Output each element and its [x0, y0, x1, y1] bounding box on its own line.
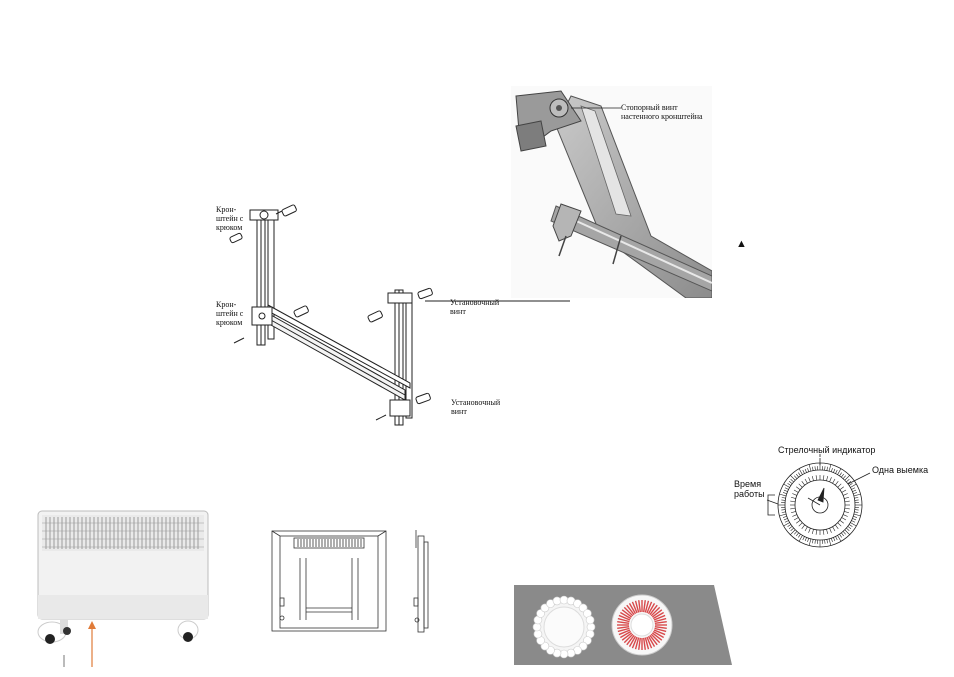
- wall-bracket-drawing: [515, 90, 712, 298]
- timer-dial-diagram: Стрелочный индикатор Одна выемка Время р…: [720, 440, 940, 550]
- mounting-screw-label-top: Установочный винт: [450, 298, 500, 316]
- bracket-hook-label-top: Крон- штейн с крюком: [216, 205, 244, 232]
- warning-triangle-icon: ▲: [736, 238, 747, 250]
- stand-assembly-drawing: [229, 204, 570, 426]
- pointer-indicator-label: Стрелочный индикатор: [778, 445, 876, 455]
- stand-assembly-diagram: Крон- штейн с крюком Крон- штейн с крюко…: [210, 195, 570, 435]
- front-side-views: [271, 530, 429, 633]
- mounting-screw-label-bottom: Установочный винт: [451, 398, 501, 416]
- thermostat-knobs-photo: [514, 585, 734, 667]
- stop-screw-label: Стопорный винт настенного кронштейна: [621, 103, 703, 121]
- heater-photo: [20, 505, 230, 670]
- heater-drawing: [37, 510, 209, 667]
- timer-dial-drawing: [766, 454, 871, 548]
- work-time-label: Время работы: [734, 479, 765, 499]
- bracket-hook-label-middle: Крон- штейн с крюком: [216, 300, 244, 327]
- knobs-drawing: [514, 585, 732, 665]
- one-notch-label: Одна выемка: [872, 465, 929, 475]
- heater-technical-drawing: [270, 528, 450, 638]
- wall-bracket-photo: Стопорный винт настенного кронштейна: [511, 86, 712, 298]
